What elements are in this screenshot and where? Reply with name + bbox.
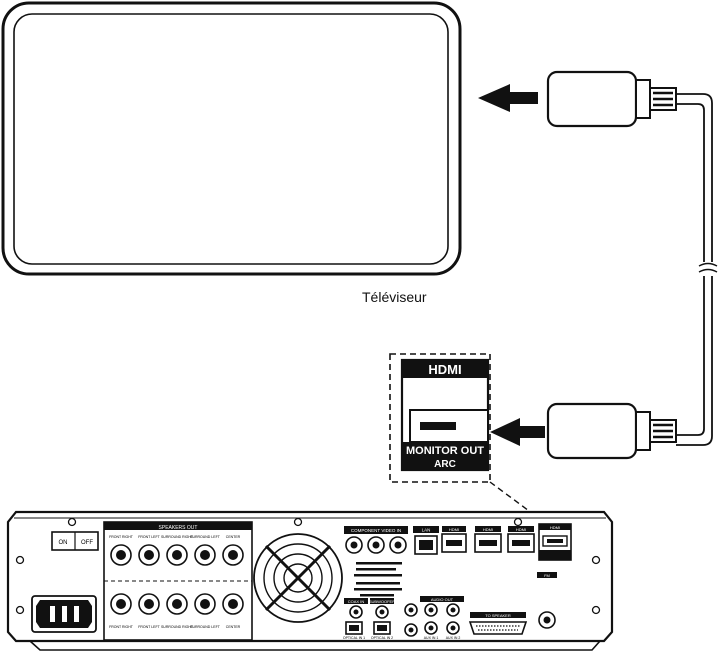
power-on-label: ON — [59, 540, 68, 546]
speaker-bottom-label: FRONT LEFT — [138, 625, 160, 629]
component-video-header: COMPONENT VIDEO IN — [351, 528, 401, 533]
speaker-terminals: SPEAKERS OUT FRONT RIGHT FRONT LEFT SURR… — [103, 521, 253, 641]
aux-label: AUX IN 2 — [446, 636, 461, 640]
arrow-to-receiver-port — [490, 418, 545, 446]
power-off-label: OFF — [81, 540, 93, 546]
speaker-top-label: CENTER — [226, 535, 241, 539]
coax-subwoofer-optical: COAX IN SUBWOOFER OPTICAL IN 1 OPTICAL I… — [343, 598, 395, 640]
screw-icon — [15, 517, 601, 615]
speaker-top-label: SURROUND RIGHT — [161, 535, 194, 539]
hdmi-port-inner — [420, 422, 456, 430]
lan-label: LAN — [422, 528, 431, 533]
lan-port[interactable]: LAN — [413, 526, 439, 555]
speaker-top-label: SURROUND LEFT — [190, 535, 221, 539]
fm-label: FM — [544, 573, 550, 578]
hdmi-input-ports: HDMI HDMI HDMI — [441, 526, 535, 553]
arc-label: ARC — [434, 459, 456, 470]
component-video-in: COMPONENT VIDEO IN — [344, 526, 408, 554]
hdmi-in-label: HDMI — [483, 527, 493, 532]
cooling-fan-icon — [253, 533, 343, 623]
speaker-top-label: FRONT LEFT — [138, 535, 160, 539]
hdmi-panel-callout: HDMI MONITOR OUT ARC — [389, 353, 549, 526]
hdmi-monitor-out-port[interactable]: HDMI — [538, 523, 572, 561]
subwoofer-label: SUBWOOFER — [369, 599, 395, 604]
hdmi-plug-tv — [546, 70, 677, 128]
speaker-bottom-label: SURROUND LEFT — [190, 625, 221, 629]
port-label-bar — [402, 442, 488, 470]
hdmi-logo-bar — [402, 360, 488, 378]
power-switch[interactable]: ON OFF — [51, 531, 99, 551]
speakers-out-header: SPEAKERS OUT — [159, 525, 198, 531]
info-label-block — [354, 562, 402, 597]
hdmi-out-label: HDMI — [550, 525, 560, 530]
fm-antenna-jack[interactable]: FM — [537, 572, 557, 629]
ac-power-inlet[interactable] — [31, 595, 97, 633]
speaker-bottom-label: FRONT RIGHT — [109, 625, 134, 629]
speaker-bottom-label: SURROUND RIGHT — [161, 625, 194, 629]
speaker-top-label: FRONT RIGHT — [109, 535, 134, 539]
connector-label: TO SPEAKER — [485, 613, 511, 618]
hdmi-in-port[interactable]: HDMI — [474, 526, 502, 553]
speaker-bottom-label: CENTER — [226, 625, 241, 629]
hdmi-plug-receiver — [546, 402, 677, 460]
optical-label: OPTICAL IN 1 — [343, 636, 365, 640]
arrow-to-tv — [478, 84, 538, 112]
hdmi-in-port[interactable]: HDMI — [507, 526, 535, 553]
aux-label: AUX IN 1 — [424, 636, 439, 640]
receiver-back-panel: ON OFF SPEAKERS OUT — [6, 510, 614, 651]
hdmi-cable — [676, 93, 718, 446]
hdmi-in-port[interactable]: HDMI — [441, 526, 467, 553]
coax-label: COAX IN — [348, 599, 365, 604]
hdmi-in-label: HDMI — [516, 527, 526, 532]
monitor-out-label: MONITOR OUT — [406, 445, 484, 457]
hdmi-in-label: HDMI — [449, 527, 459, 532]
tv-caption: Téléviseur — [362, 289, 427, 305]
television — [1, 1, 462, 276]
tv-screen — [13, 13, 449, 265]
speaker-connector-port[interactable]: TO SPEAKER — [468, 612, 528, 635]
audio-out-header: AUDIO OUT — [431, 597, 454, 602]
callout-dashed-box — [389, 353, 491, 483]
audio-out-aux: AUDIO OUT AUX IN 1 AUX IN 2 — [404, 596, 464, 640]
optical-label: OPTICAL IN 2 — [371, 636, 393, 640]
hdmi-logo: HDMI — [428, 362, 461, 377]
